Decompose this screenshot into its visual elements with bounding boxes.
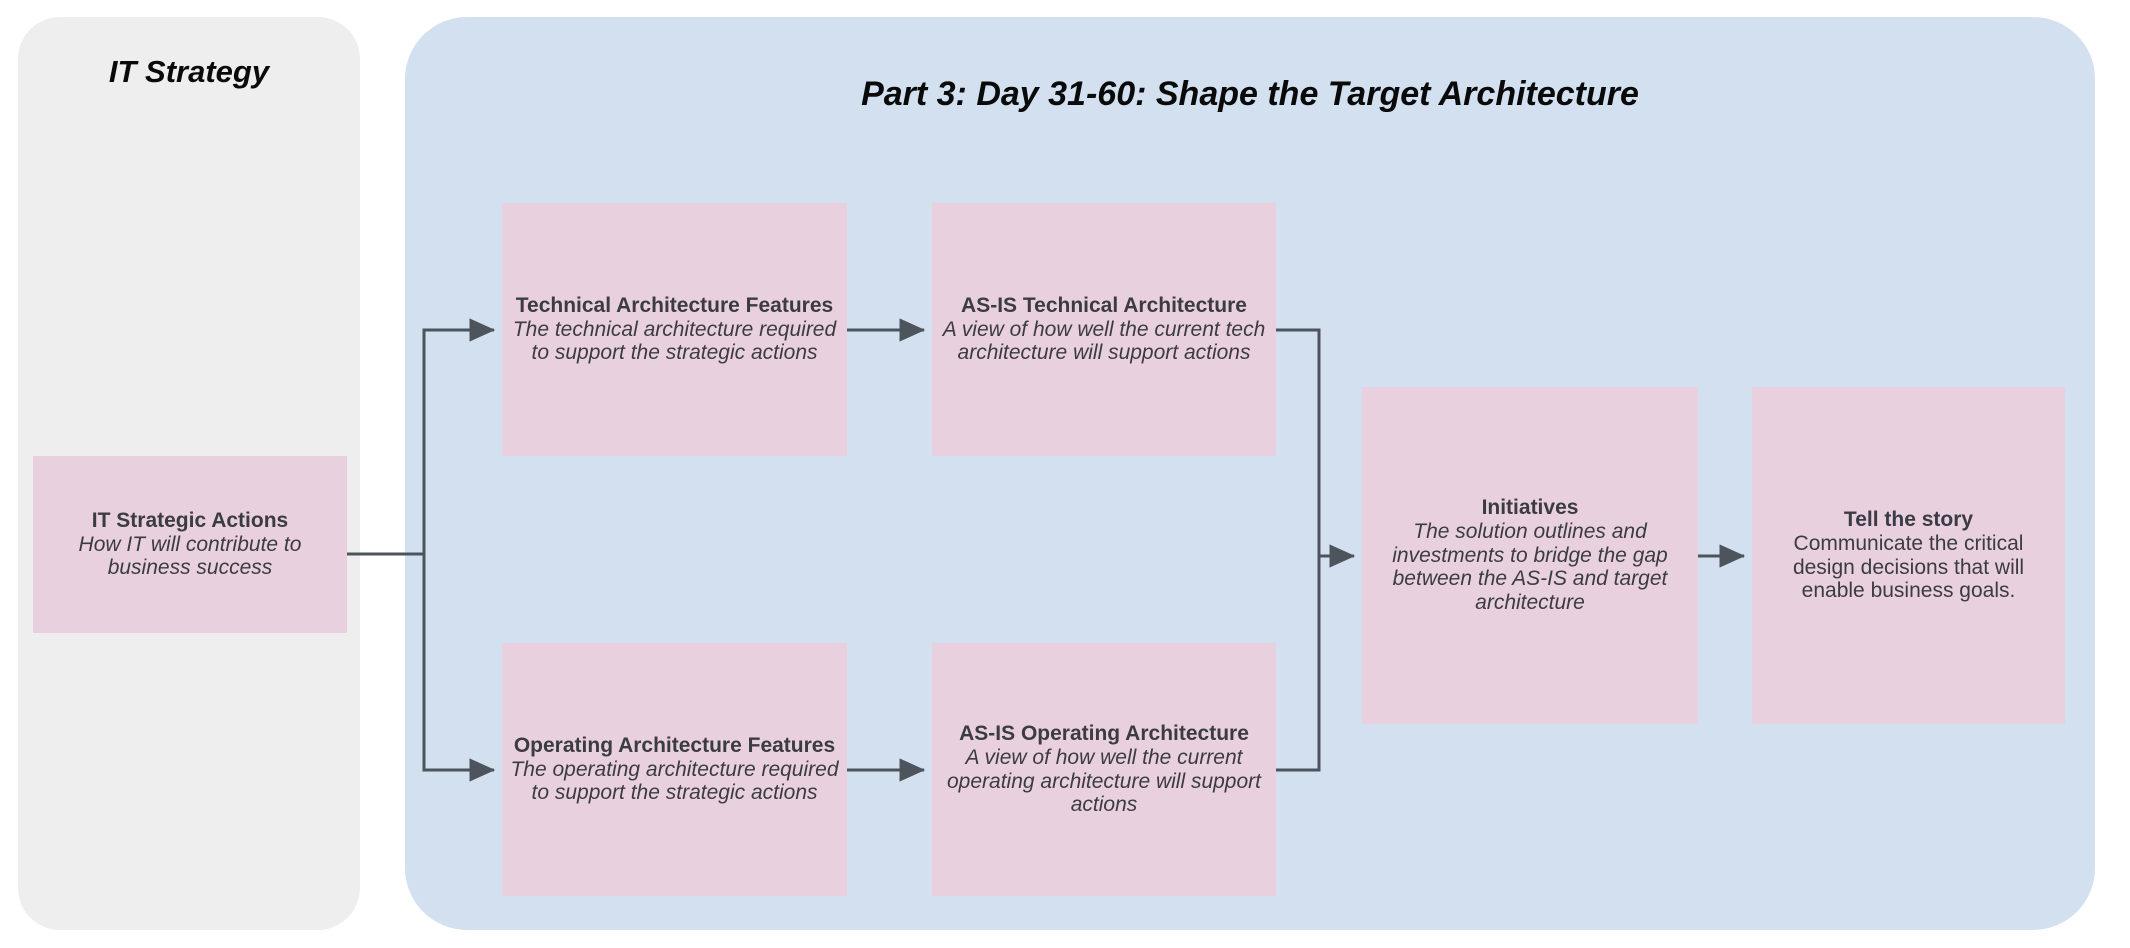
node-heading: AS-IS Operating Architecture <box>959 721 1249 745</box>
node-body: The technical architecture required to s… <box>512 317 837 365</box>
node-heading: Initiatives <box>1481 495 1579 519</box>
node-as-is-technical-architecture[interactable]: AS-IS Technical Architecture A view of h… <box>932 203 1276 456</box>
node-tell-the-story[interactable]: Tell the story Communicate the critical … <box>1752 387 2065 724</box>
node-as-is-operating-architecture[interactable]: AS-IS Operating Architecture A view of h… <box>932 643 1276 896</box>
node-it-strategic-actions[interactable]: IT Strategic Actions How IT will contrib… <box>33 456 347 633</box>
node-body: A view of how well the current operating… <box>947 745 1261 817</box>
node-body: How IT will contribute to business succe… <box>78 532 302 580</box>
node-heading: IT Strategic Actions <box>91 508 289 532</box>
node-heading: Tell the story <box>1843 507 1974 531</box>
node-heading: Technical Architecture Features <box>515 293 834 317</box>
node-initiatives[interactable]: Initiatives The solution outlines and in… <box>1362 387 1698 724</box>
node-body: The operating architecture required to s… <box>510 757 839 805</box>
node-operating-architecture-features[interactable]: Operating Architecture Features The oper… <box>502 643 847 896</box>
node-body: The solution outlines and investments to… <box>1392 519 1668 615</box>
panel-part-3-title: Part 3: Day 31-60: Shape the Target Arch… <box>861 75 1639 113</box>
panel-it-strategy-title: IT Strategy <box>108 54 270 89</box>
node-body: Communicate the critical design decision… <box>1792 531 2025 603</box>
node-technical-architecture-features[interactable]: Technical Architecture Features The tech… <box>502 203 847 456</box>
node-body: A view of how well the current tech arch… <box>942 317 1266 365</box>
node-heading: Operating Architecture Features <box>513 733 836 757</box>
node-heading: AS-IS Technical Architecture <box>961 293 1247 317</box>
